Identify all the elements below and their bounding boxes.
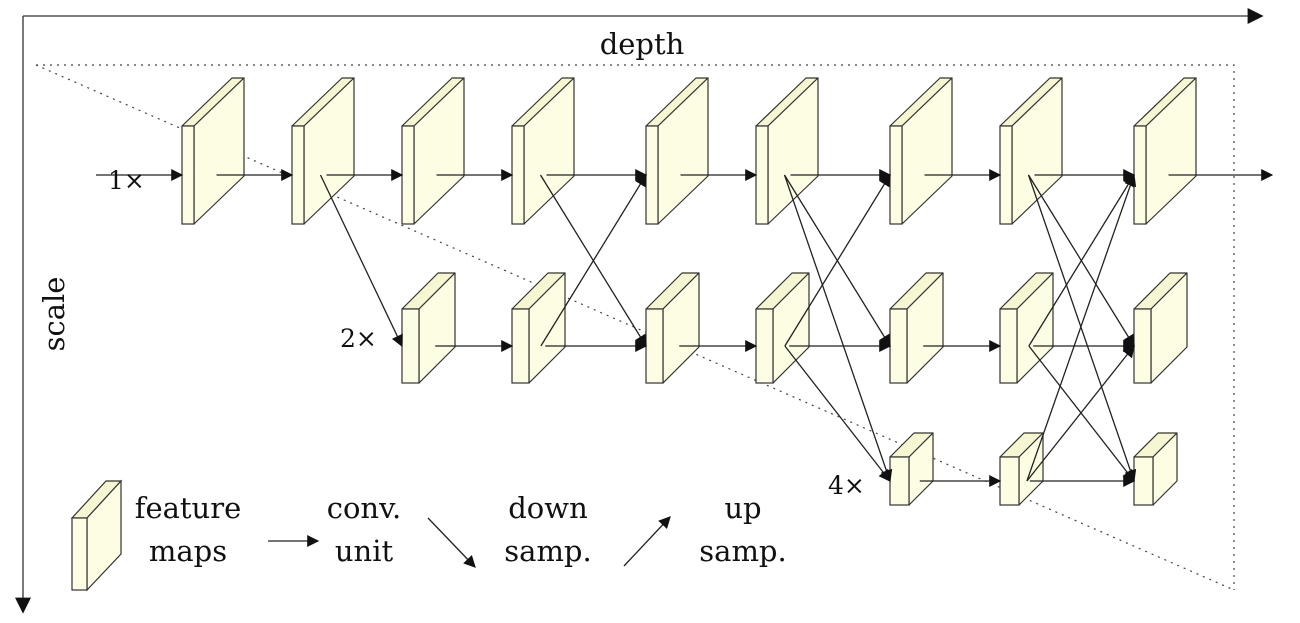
feature-map-c7 [889,432,934,506]
feature-map-b5 [645,272,700,384]
depth-axis-label: depth [600,27,685,61]
feature-map-b3 [401,272,456,384]
feature-map-b4 [511,272,566,384]
legend: feature maps conv. unit down samp. up sa… [70,479,787,592]
feature-map-a4 [511,77,575,225]
legend-conv-line2: unit [335,534,394,568]
edge-down-a8-b9 [1027,174,1135,348]
legend-up-line1: up [724,491,761,525]
feature-map-a3 [401,77,465,225]
legend-up-line2: samp. [699,534,786,568]
feature-map-a1 [181,77,245,225]
feature-map-b9 [1133,272,1188,384]
feature-map-b8 [999,272,1054,384]
edge-down-a6-b7 [783,174,891,348]
edge-down-a2-b3 [319,174,403,348]
edge-down-a4-b5 [539,174,647,348]
legend-feature-maps-line1: feature [135,491,242,525]
edge-down-a6-c7 [783,174,893,483]
feature-map-b7 [889,272,944,384]
feature-map-a5 [645,77,709,225]
edge-down-b6-c7 [784,345,891,482]
scale-label-1x: 1× [108,166,145,195]
edge-down-b8-c9 [1028,345,1135,482]
feature-map-a7 [889,77,953,225]
dotted-region-boundary [36,64,1235,590]
legend-up-arrow [623,516,671,567]
feature-map-b6 [755,272,810,384]
legend-down-arrow [427,517,476,568]
legend-feature-maps-line2: maps [149,534,227,568]
edge-up-c8-b9 [1026,345,1135,482]
legend-down-line2: samp. [504,534,591,568]
feature-map-a6 [755,77,819,225]
legend-down-line1: down [508,491,588,525]
feature-map-a9 [1133,77,1197,225]
scale-label-4x: 4× [828,471,865,500]
feature-map-a8 [999,77,1063,225]
scale-axis-label: scale [37,277,71,352]
edge-down-a8-c9 [1027,174,1137,483]
scale-label-2x: 2× [340,324,377,353]
legend-conv-line1: conv. [327,491,402,525]
legend-feature-map-icon [70,479,123,592]
feature-map-c9 [1133,432,1178,506]
feature-map-a2 [291,77,355,225]
edge-up-c8-a9 [1026,173,1137,482]
